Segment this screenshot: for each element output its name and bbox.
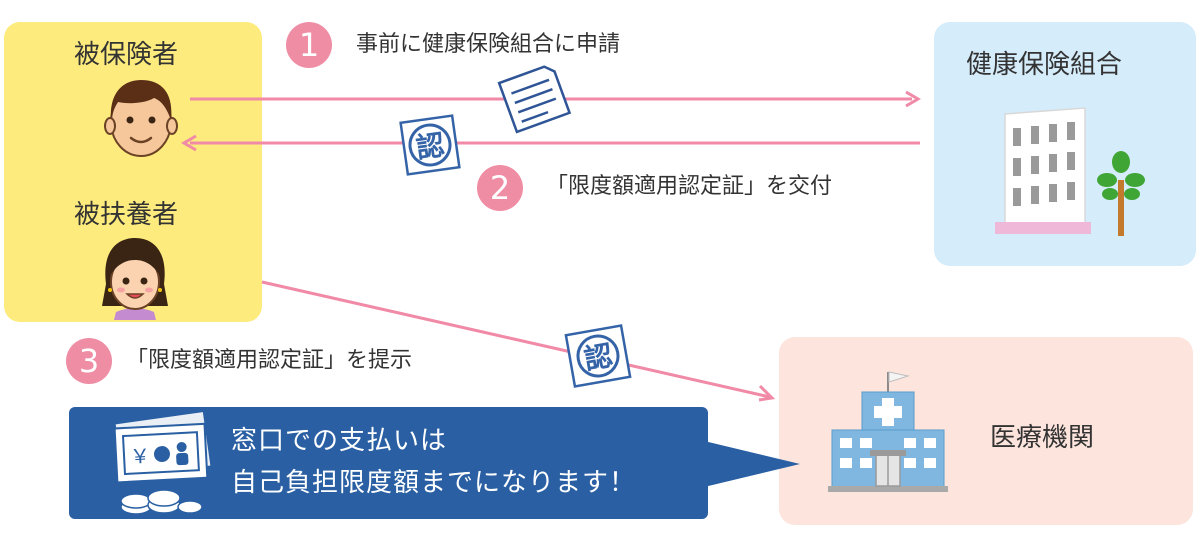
coins-icon [120, 489, 203, 515]
application-document-icon [497, 65, 572, 134]
arrow-present-head [758, 384, 776, 402]
woman-face-icon [102, 238, 168, 320]
step-1-text: 事前に健康保険組合に申請 [356, 32, 621, 57]
stamp-char: 認 [582, 339, 615, 376]
man-face-icon [104, 80, 178, 157]
step-2-text: 「限度額適用認定証」を交付 [546, 174, 833, 199]
label-dependent: 被扶養者 [74, 200, 179, 230]
money-bills-icon: ￥ [113, 412, 211, 484]
arrow-issue-head [181, 134, 197, 152]
label-hospital: 医療機関 [990, 423, 1095, 453]
note-line-2: 自己負担限度額までになります！ [231, 468, 637, 498]
stamp-char: 認 [414, 128, 446, 165]
tree-icon [1097, 151, 1145, 236]
label-insured: 被保険者 [74, 40, 179, 70]
arrow-apply-head [905, 90, 921, 108]
label-kenpo: 健康保険組合 [966, 50, 1123, 80]
step-3-text: 「限度額適用認定証」を提示 [126, 348, 413, 373]
arrow-present [261, 280, 771, 399]
yen-sign: ￥ [129, 444, 150, 469]
note-line-1: 窓口での支払いは [231, 426, 448, 456]
step-1-badge: 1 [286, 22, 332, 68]
certificate-stamp-icon: 認 [564, 324, 632, 388]
step-2-badge: 2 [477, 165, 523, 211]
note-callout-tail [700, 440, 800, 488]
certificate-stamp-icon: 認 [399, 114, 461, 176]
hospital-building-icon [828, 371, 948, 492]
office-building-icon [995, 107, 1091, 234]
step-3-badge: 3 [66, 338, 112, 384]
